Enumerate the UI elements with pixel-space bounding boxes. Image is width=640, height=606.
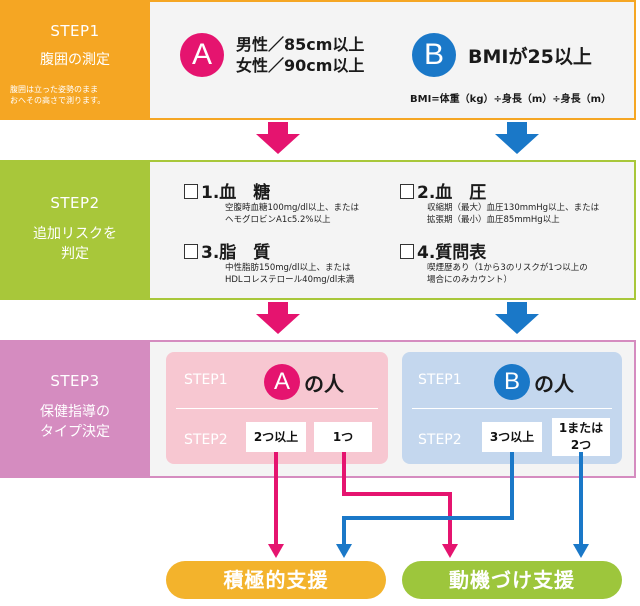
panel-a-suffix: の人 [304,372,344,396]
panel-a-opt-one: 1つ [314,422,372,452]
connector-a-two-or-more [268,452,284,558]
panel-b-circle-icon: B [494,364,530,400]
connector-b-one-or-two [573,452,589,558]
criteria-b: BMIが25以上 [468,46,592,68]
risk-label-lipids: 3.脂 質 [201,243,271,263]
checkbox-icon [184,184,198,199]
result-active-support: 積極的支援 [166,561,386,599]
risk-item-blood-sugar: 1.血 糖 [184,178,270,203]
panel-a-divider [176,408,378,409]
risk-item-questionnaire: 4.質問表 [400,238,486,263]
panel-b-opt-one-or-two-line1: 1または [558,421,604,435]
step1-label-panel: STEP1 腹囲の測定 腹囲は立った姿勢のまま おへその高さで測ります。 [0,0,150,120]
criteria-a-female: 女性／90cm以上 [236,56,365,75]
risk-desc-blood-pressure: 収縮期（最大）血圧130mmHg以上、または 拡張期（最小）血圧85mmHg以上 [427,202,599,226]
checkbox-icon [400,244,414,259]
arrow-down-blue-2 [495,302,539,334]
risk-desc-blood-pressure-1: 収縮期（最大）血圧130mmHg以上、または [427,203,600,213]
step1-subtitle: 腹囲の測定 [40,52,110,68]
connector-b-three-or-more [336,452,514,558]
risk-item-blood-pressure: 2.血 圧 [400,178,486,203]
panel-a: STEP1 A の人 STEP2 2つ以上 1つ [166,352,388,464]
panel-a-step2-label: STEP2 [184,432,228,448]
step3-label-panel: STEP3 保健指導の タイプ決定 [0,340,150,478]
panel-b-divider [412,408,612,409]
connector-a-one [342,452,458,558]
step1-title: STEP1 [50,22,100,40]
arrows-step2-step3 [256,302,539,334]
arrow-down-magenta-2 [256,302,300,334]
step2-band: STEP2 追加リスクを 判定 1.血 糖 空腹時血糖100mg/dl以上、また… [0,160,640,300]
risk-desc-blood-sugar: 空腹時血糖100mg/dl以上、または ヘモグロビンA1c5.2%以上 [225,202,359,226]
panel-b: STEP1 B の人 STEP2 3つ以上 1または 2つ [402,352,622,464]
step2-subtitle-line2: 判定 [61,246,89,262]
criteria-a-male: 男性／85cm以上 [236,35,365,54]
step3-subtitle-line2: タイプ決定 [40,424,110,440]
panel-b-opt-one-or-two-line2: 2つ [570,438,592,452]
step3-band: STEP3 保健指導の タイプ決定 STEP1 A の人 STEP2 2つ以上 … [0,340,640,478]
panel-b-suffix: の人 [534,372,574,396]
risk-desc-questionnaire: 喫煙歴あり（1から3のリスクが1つ以上の 場合にのみカウント） [427,262,588,286]
panel-b-step1-label: STEP1 [418,372,462,388]
step2-label-panel: STEP2 追加リスクを 判定 [0,160,150,300]
panel-b-opt-one-or-two: 1または 2つ [552,418,610,456]
step1-band: STEP1 腹囲の測定 腹囲は立った姿勢のまま おへその高さで測ります。 A 男… [0,0,640,120]
risk-label-questionnaire: 4.質問表 [417,243,487,263]
risk-desc-questionnaire-2: 場合にのみカウント） [427,275,513,285]
risk-desc-lipids: 中性脂肪150mg/dl以上、または HDLコレステロール40mg/dl未満 [225,262,354,286]
risk-desc-lipids-2: HDLコレステロール40mg/dl未満 [225,275,355,285]
panel-b-opt-three-or-more: 3つ以上 [482,422,542,452]
risk-label-blood-pressure: 2.血 圧 [417,183,487,203]
panel-a-opt-two-or-more: 2つ以上 [246,422,306,452]
step1-note-line1: 腹囲は立った姿勢のまま [10,85,98,94]
risk-desc-questionnaire-1: 喫煙歴あり（1から3のリスクが1つ以上の [427,263,588,273]
panel-a-circle-icon: A [264,364,300,400]
step3-title: STEP3 [50,372,100,390]
step2-subtitle: 追加リスクを 判定 [0,224,150,264]
step1-note-line2: おへその高さで測ります。 [10,96,106,105]
arrow-down-blue-1 [495,122,539,154]
circle-b-icon: B [412,33,456,77]
bmi-formula: BMI=体重（kg）÷身長（m）÷身長（m） [410,94,612,105]
checkbox-icon [184,244,198,259]
arrows-step1-step2 [256,122,539,154]
step1-note: 腹囲は立った姿勢のまま おへその高さで測ります。 [10,84,145,106]
arrow-down-magenta-1 [256,122,300,154]
checkbox-icon [400,184,414,199]
step3-subtitle-line1: 保健指導の [40,404,110,420]
panel-b-step2-label: STEP2 [418,432,462,448]
risk-item-lipids: 3.脂 質 [184,238,270,263]
risk-label-blood-sugar: 1.血 糖 [201,183,271,203]
step2-content-box [150,160,636,300]
risk-desc-lipids-1: 中性脂肪150mg/dl以上、または [225,263,351,273]
circle-a-icon: A [180,33,224,77]
risk-desc-blood-sugar-2: ヘモグロビンA1c5.2%以上 [225,215,331,225]
risk-desc-blood-sugar-1: 空腹時血糖100mg/dl以上、または [225,203,360,213]
step2-subtitle-line1: 追加リスクを [33,226,117,242]
step1-content-box [150,0,636,120]
step3-subtitle: 保健指導の タイプ決定 [0,402,150,442]
step2-title: STEP2 [50,194,100,212]
risk-desc-blood-pressure-2: 拡張期（最小）血圧85mmHg以上 [427,215,560,225]
criteria-a: 男性／85cm以上 女性／90cm以上 [236,34,364,76]
panel-a-step1-label: STEP1 [184,372,228,388]
result-motivational-support: 動機づけ支援 [402,561,622,599]
